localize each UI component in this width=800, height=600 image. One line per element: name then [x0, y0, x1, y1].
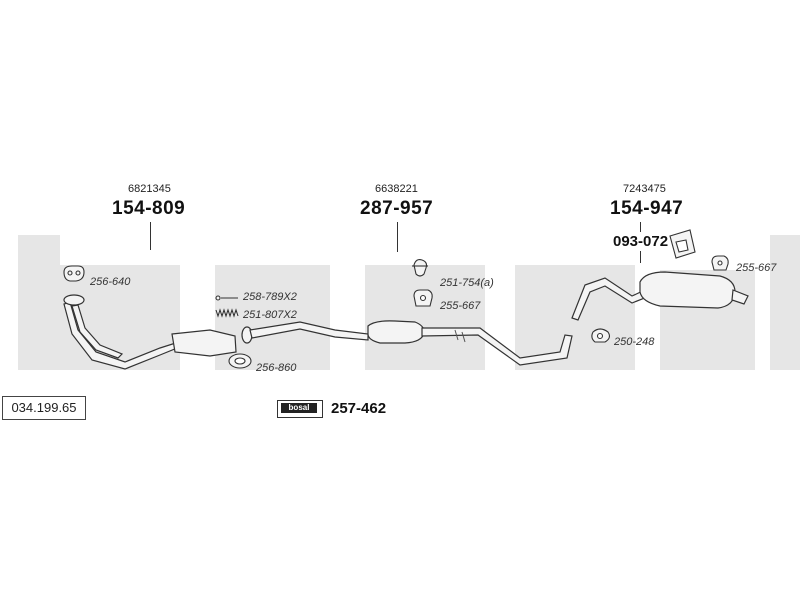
- mid-tail-pipe: [421, 327, 573, 366]
- leader-line: [150, 222, 151, 250]
- mounting-kit-icon: bosal: [277, 400, 323, 418]
- clamp-icon: [412, 259, 428, 277]
- hanger-bracket-icon: [669, 229, 696, 259]
- part-number-rear: 154-947: [610, 198, 684, 219]
- clamp-icon: [591, 328, 611, 343]
- middle-pipe: [249, 321, 369, 341]
- label-gasket-front: 256-640: [90, 276, 131, 288]
- label-hanger-rear: 255-667: [736, 262, 777, 274]
- spring-icon: [215, 308, 239, 318]
- oe-ref-middle: 6638221: [375, 183, 418, 195]
- rubber-hanger-icon: [711, 255, 729, 271]
- tail-tip: [731, 289, 749, 305]
- label-hanger-mid: 255-667: [440, 300, 481, 312]
- middle-silencer: [367, 320, 425, 344]
- rear-pipe: [571, 277, 648, 321]
- gasket-icon-hole: [67, 270, 73, 276]
- front-flange: [63, 294, 85, 306]
- oe-ref-front: 6821345: [128, 183, 171, 195]
- catalytic-converter: [171, 329, 237, 357]
- front-pipe: [63, 301, 187, 370]
- front-pipe-branch: [71, 304, 124, 359]
- leader-line: [397, 222, 398, 252]
- brand-badge: bosal: [281, 403, 317, 413]
- bolt-icon: [215, 295, 238, 301]
- watermark-block: [365, 265, 485, 370]
- leader-line: [640, 251, 641, 263]
- part-number-front: 154-809: [112, 198, 186, 219]
- label-spring: 251-807X2: [243, 309, 297, 321]
- gasket-icon: [63, 265, 85, 282]
- gasket-icon-hole: [75, 270, 81, 276]
- mounting-kit-number: 257-462: [331, 400, 387, 417]
- rubber-hanger-icon: [413, 289, 433, 307]
- label-ring-gasket: 256-860: [256, 362, 297, 374]
- oe-ref-rear: 7243475: [623, 183, 666, 195]
- label-clamp-rear: 250-248: [614, 336, 655, 348]
- ring-gasket-icon: [228, 353, 252, 369]
- catalog-number: 034.199.65: [2, 396, 86, 420]
- leader-line: [640, 222, 641, 232]
- watermark-block: [770, 235, 800, 370]
- label-bolt: 258-789X2: [243, 291, 297, 303]
- part-number-middle: 287-957: [360, 198, 434, 219]
- rear-silencer: [639, 271, 736, 309]
- part-number-rear-secondary: 093-072: [613, 233, 669, 250]
- label-clamp-mid: 251-754(a): [440, 277, 494, 289]
- watermark-block: [18, 235, 60, 370]
